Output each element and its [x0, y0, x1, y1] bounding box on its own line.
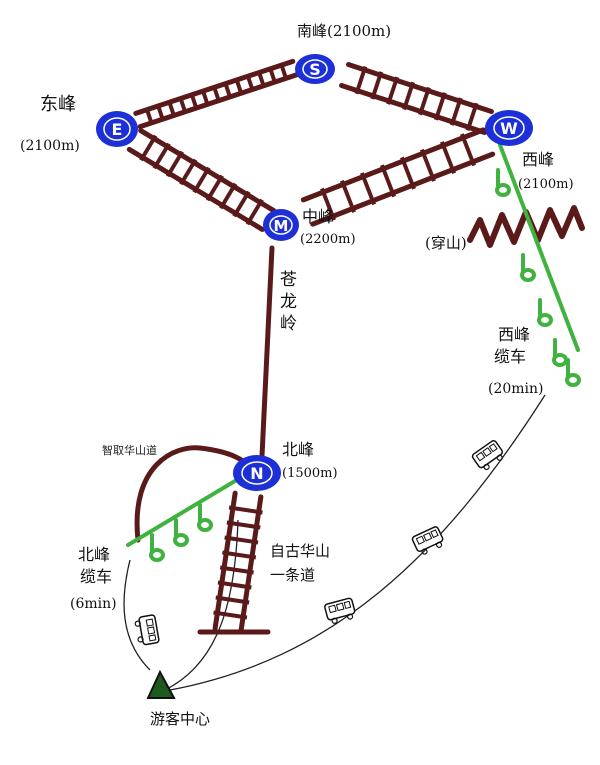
ladder-trails [126, 58, 496, 635]
visitor-center-label: 游客中心 [150, 710, 210, 728]
peak-middle-marker[interactable]: M [263, 209, 299, 241]
peak-north-marker[interactable]: N [233, 455, 281, 491]
ladder-north-base [212, 490, 264, 635]
canglong-label-1: 苍 [280, 270, 297, 290]
peak-south-letter: S [309, 60, 321, 79]
shuttle-buses [134, 440, 504, 646]
xifeng-cable-car-5 [565, 358, 581, 387]
peak-middle-height: (2200m) [300, 232, 356, 247]
peak-middle-name: 中峰 [302, 207, 334, 226]
road-to-beifeng-cable [123, 559, 151, 671]
xifeng-cable-time: (20min) [488, 381, 544, 397]
beifeng-cable-time: (6min) [70, 596, 117, 612]
peak-west-marker[interactable]: W [485, 110, 533, 146]
ladder-south-west [339, 62, 494, 135]
zigu-label-1: 自古华山 [270, 542, 330, 560]
ladder-east-south [133, 58, 300, 130]
xifeng-cable-label-1: 西峰 [498, 325, 530, 344]
peak-south-label: 南峰(2100m) [297, 22, 391, 40]
beifeng-cable-line [126, 476, 242, 547]
xifeng-cable-car-1 [495, 168, 511, 197]
zigu-label-2: 一条道 [270, 566, 315, 584]
canglong-label-3: 岭 [280, 314, 297, 334]
chuanshan-label: (穿山) [425, 234, 467, 252]
peak-south-marker[interactable]: S [295, 54, 335, 84]
peak-east-name: 东峰 [40, 94, 76, 115]
beifeng-cable-label-2: 缆车 [80, 567, 112, 586]
bus-left [134, 614, 160, 646]
zhiqu-path-label: 智取华山道 [102, 443, 157, 457]
peak-east-letter: E [112, 120, 123, 139]
ladder-middle-west [300, 127, 496, 227]
peak-north-height: (1500m) [282, 466, 338, 481]
beifeng-cable-car-3 [197, 503, 213, 532]
xifeng-cable-car-2 [520, 253, 536, 282]
zhiqu-huashan-path [134, 445, 255, 543]
beifeng-cable-label-1: 北峰 [78, 545, 110, 564]
bus-lower [324, 597, 356, 624]
peak-west-letter: W [500, 119, 518, 138]
visitor-center-icon [146, 669, 176, 699]
canglong-ridge-line [259, 245, 275, 459]
peak-west-height: (2100m) [518, 177, 574, 192]
canglong-label-2: 龙 [280, 292, 297, 312]
road-to-north-ladder [164, 519, 239, 691]
xifeng-cable-car-3 [537, 298, 553, 327]
beifeng-cable-car-2 [173, 518, 189, 547]
peak-north-name: 北峰 [282, 440, 314, 459]
xifeng-cable-line [498, 143, 580, 352]
xifeng-cable-label-2: 缆车 [494, 347, 526, 366]
peak-north-letter: N [250, 464, 263, 483]
peak-middle-letter: M [274, 217, 289, 235]
peak-east-marker[interactable]: E [96, 111, 138, 147]
xifeng-cable-car-4 [552, 338, 568, 367]
peak-east-height: (2100m) [20, 138, 80, 154]
ladder-east-middle [126, 128, 277, 232]
peak-west-name: 西峰 [522, 150, 554, 169]
bus-upper [471, 440, 504, 471]
beifeng-cable-car-1 [149, 533, 165, 562]
bus-middle [411, 526, 444, 555]
cable-car-hooks [149, 168, 581, 562]
